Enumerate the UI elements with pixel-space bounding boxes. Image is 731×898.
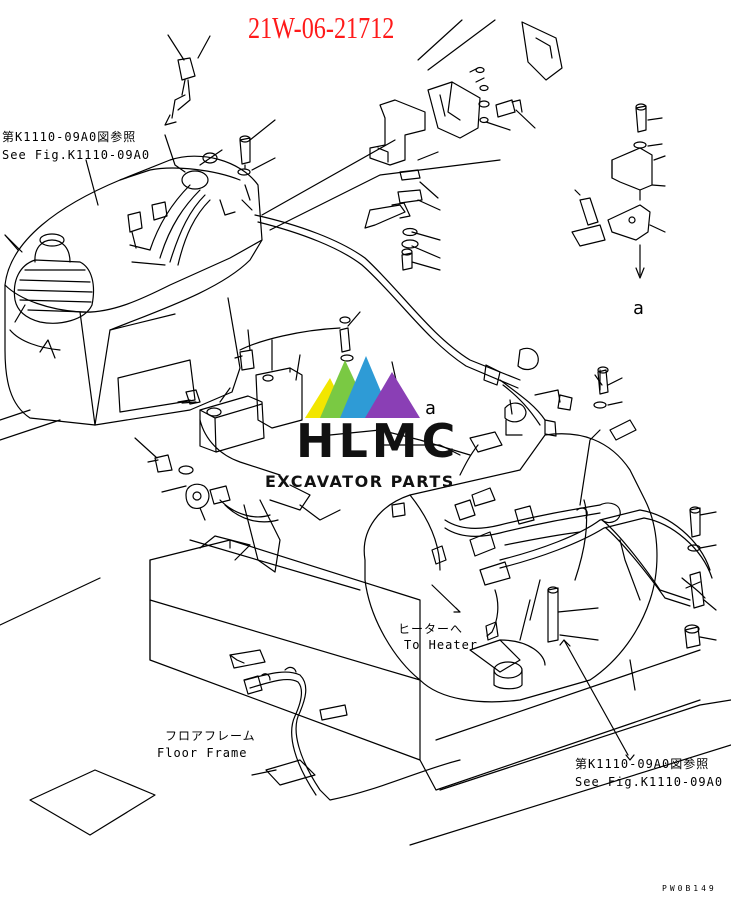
- sheet-code: PW0B149: [662, 884, 717, 893]
- watermark-subtitle: EXCAVATOR PARTS: [265, 472, 455, 491]
- heater-label-en: To Heater: [404, 638, 479, 652]
- long-harness: [254, 139, 573, 437]
- floor-frame-label-jp: フロアフレーム: [165, 729, 256, 743]
- detail-marker-a: a: [633, 298, 645, 319]
- detail-marker-a-center: a: [425, 398, 437, 419]
- bracket-assembly: [237, 19, 563, 271]
- hlmc-logo-mark: [305, 356, 420, 418]
- floor-frame-label-en: Floor Frame: [157, 746, 248, 760]
- ref-left-jp: 第K1110-09A0図参照: [2, 130, 137, 144]
- floor-frame: [0, 409, 731, 846]
- ref-left-en: See Fig.K1110-09A0: [2, 148, 151, 162]
- part-number-title: 21W-06-21712: [248, 10, 395, 45]
- heater-box: [363, 419, 713, 703]
- watermark-brand: HLMC: [296, 414, 460, 468]
- center-frame: [147, 316, 513, 573]
- ref-right-jp: 第K1110-09A0図参照: [575, 757, 710, 771]
- heater-label-jp: ヒーターへ: [398, 622, 464, 636]
- ref-right-en: See Fig.K1110-09A0: [575, 775, 724, 789]
- detail-a-bracket: [571, 103, 666, 279]
- left-console: [4, 35, 263, 426]
